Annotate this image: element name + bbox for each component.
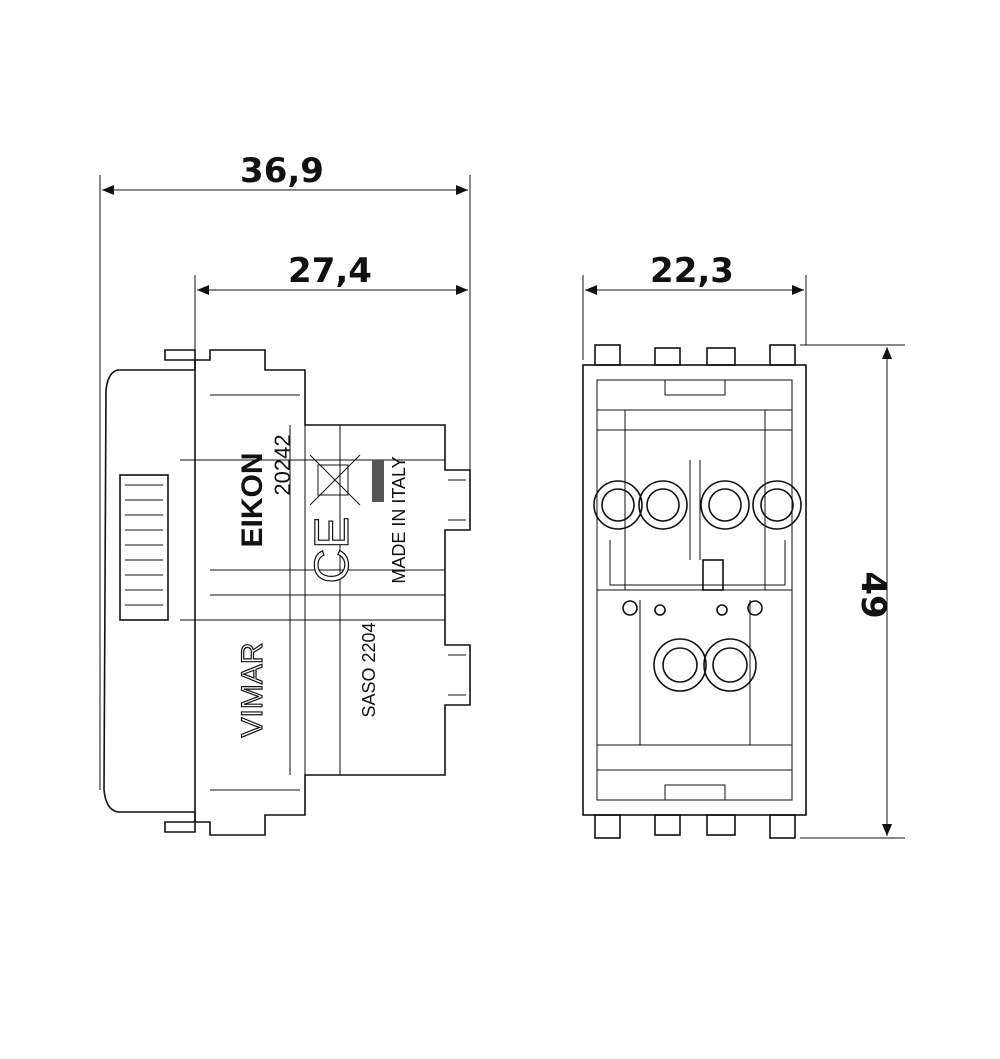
marking-eikon: EIKON — [236, 452, 269, 547]
dimension-label-49: 49 — [853, 571, 893, 618]
marking-vimar: VIMAR — [236, 642, 269, 737]
front-view — [582, 344, 807, 839]
dimension-overall-depth: 36,9 — [99, 151, 471, 790]
marking-saso: SASO 2204 — [359, 622, 379, 717]
weee-bin-icon — [309, 454, 384, 506]
marking-code: 20242 — [270, 434, 295, 495]
dimension-width: 22,3 — [582, 251, 807, 360]
marking-made-in-italy: MADE IN ITALY — [389, 456, 409, 583]
dimension-label-36-9: 36,9 — [240, 151, 324, 191]
ce-mark: CE — [306, 517, 359, 584]
dimension-label-22-3: 22,3 — [650, 251, 734, 291]
dimension-body-depth: 27,4 — [194, 251, 468, 360]
side-view: EIKON 20242 MADE IN ITALY VIMAR SASO 220… — [103, 349, 471, 836]
dimension-label-27-4: 27,4 — [288, 251, 372, 291]
dimension-height: 49 — [800, 344, 905, 839]
